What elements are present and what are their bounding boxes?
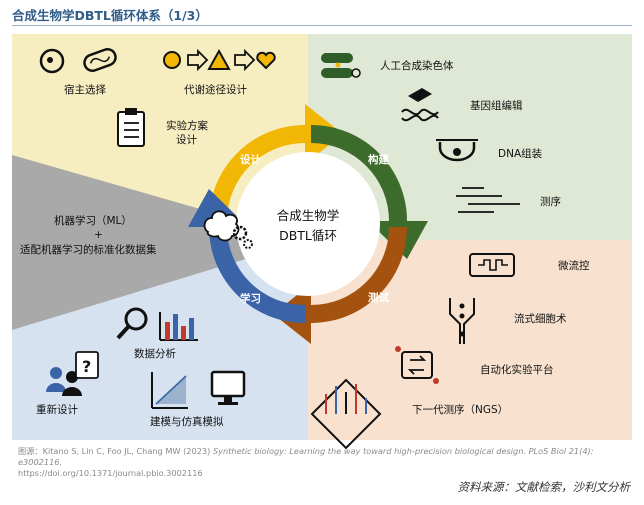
redesign-label: 重新设计 [36,404,78,416]
flow-cytometry-icon [449,298,475,344]
ml-label-line1: 机器学习（ML） [54,215,132,227]
automation-platform-label: 自动化实验平台 [480,364,554,376]
data-source-note: 资料来源：文献检索，沙利文分析 [457,480,631,494]
credit-article: Synthetic biology: Learning the way towa… [18,446,594,468]
sequencing-icon [456,187,520,213]
brain-gear-icon [203,210,253,249]
microfluidics-label: 微流控 [558,260,590,272]
build-arrow [311,125,407,221]
genome-editing-label: 基因组编辑 [470,100,523,112]
microfluidics-icon [469,253,515,277]
center-label-line1: 合成生物学 [276,208,340,223]
sequencing-label: 测序 [540,196,561,208]
title-divider [12,25,632,26]
data-analysis-label: 数据分析 [134,348,176,360]
metabolic-pathway-icon [163,48,276,72]
credit-doi-link[interactable]: https://doi.org/10.1371/journal.pbio.300… [18,468,203,479]
host-cell-icon [39,48,117,74]
computer-monitor-icon [210,370,246,405]
dna-assembly-icon [436,139,478,162]
experiment-plan-label-line1: 实验方案 [166,120,208,132]
chromosome-icon [321,53,361,78]
center-label-line2: DBTL循环 [279,228,337,243]
flow-cytometry-label: 流式细胞术 [514,313,567,325]
build-phase-label: 构建 [368,154,389,166]
host-selection-label: 宿主选择 [64,84,106,96]
modeling-chart-icon [151,372,188,409]
pathway-design-label: 代谢途径设计 [184,84,247,96]
bar-chart-icon [159,312,198,341]
ngs-icon [310,378,382,450]
test-arrow [311,227,407,323]
ml-label-line2: 适配机器学习的标准化数据集 [20,244,157,256]
credit-prefix: 图源： [18,446,43,456]
image-credit: 图源：Kitano S, Lin C, Foo JL, Chang MW (20… [18,446,628,479]
svg-text:?: ? [82,357,91,376]
chromosome-label: 人工合成染色体 [380,60,454,72]
magnifier-icon [116,307,148,340]
ml-label-plus: + [94,229,103,241]
design-phase-label: 设计 [240,154,261,166]
center-circle [236,152,380,296]
credit-authors: Kitano S, Lin C, Foo JL, Chang MW (2023) [42,446,213,456]
gene-editing-icon [401,88,439,122]
learn-phase-label: 学习 [240,293,261,305]
figure-title: 合成生物学DBTL循环体系（1/3） [12,8,208,23]
redesign-icon: ? [46,351,99,396]
ml-wedge [12,155,308,330]
automation-platform-icon [395,346,439,384]
test-phase-label: 测试 [368,292,389,304]
modeling-simulation-label: 建模与仿真模拟 [150,416,224,428]
dna-assembly-label: DNA组装 [498,148,543,160]
ngs-label: 下一代测序（NGS） [412,404,509,416]
experiment-plan-icon [117,108,145,147]
experiment-plan-label-line2: 设计 [176,134,197,146]
